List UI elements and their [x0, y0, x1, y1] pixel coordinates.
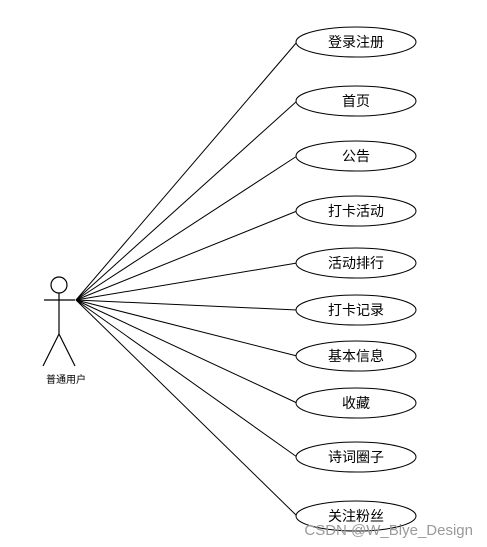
use-case: 打卡活动 [295, 195, 417, 227]
use-case-label: 关注粉丝 [328, 509, 384, 525]
use-case-ellipse [295, 26, 417, 58]
use-case-ellipse [295, 294, 417, 326]
actor-figure: 普通用户 [42, 276, 86, 386]
use-case-label: 首页 [342, 94, 370, 110]
use-case-label: 打卡活动 [328, 203, 384, 220]
use-case-ellipse [295, 441, 417, 473]
association-line [75, 299, 298, 404]
use-case-ellipse [295, 195, 417, 227]
use-case-ellipse [295, 387, 417, 419]
use-case: 收藏 [295, 387, 417, 419]
use-case-ellipse [295, 140, 417, 172]
use-case: 关注粉丝 [295, 500, 417, 532]
association-line [75, 210, 298, 301]
association-line [75, 299, 298, 517]
association-line [75, 41, 298, 301]
association-lines [75, 41, 298, 517]
use-case-label: 活动排行 [328, 256, 384, 272]
use-case-label: 登录注册 [328, 35, 384, 51]
use-case-ellipse [295, 340, 417, 372]
actor-label: 普通用户 [46, 373, 86, 386]
association-line [75, 155, 298, 301]
use-case: 打卡记录 [295, 294, 417, 326]
association-line [75, 299, 298, 311]
association-line [75, 262, 298, 301]
actor-head [50, 276, 68, 294]
use-case-label: 公告 [342, 149, 370, 165]
actor-left-leg [42, 333, 60, 367]
use-case-ellipse [295, 247, 417, 279]
use-case-ellipse [295, 85, 417, 117]
use-case-ellipse [295, 500, 417, 532]
watermark: CSDN @W_Biye_Design [304, 522, 473, 539]
use-case: 登录注册 [295, 26, 417, 58]
use-case: 活动排行 [295, 247, 417, 279]
use-case-label: 收藏 [342, 396, 370, 412]
association-line [75, 299, 298, 458]
use-case-label: 诗词圈子 [328, 450, 384, 466]
use-case: 首页 [295, 85, 417, 117]
use-case: 诗词圈子 [295, 441, 417, 473]
use-case-label: 打卡记录 [328, 302, 384, 319]
association-line [75, 100, 298, 301]
use-case: 公告 [295, 140, 417, 172]
use-case-label: 基本信息 [328, 348, 384, 365]
use-case: 基本信息 [295, 340, 417, 372]
actor-right-leg [58, 333, 76, 367]
association-line [75, 299, 298, 357]
